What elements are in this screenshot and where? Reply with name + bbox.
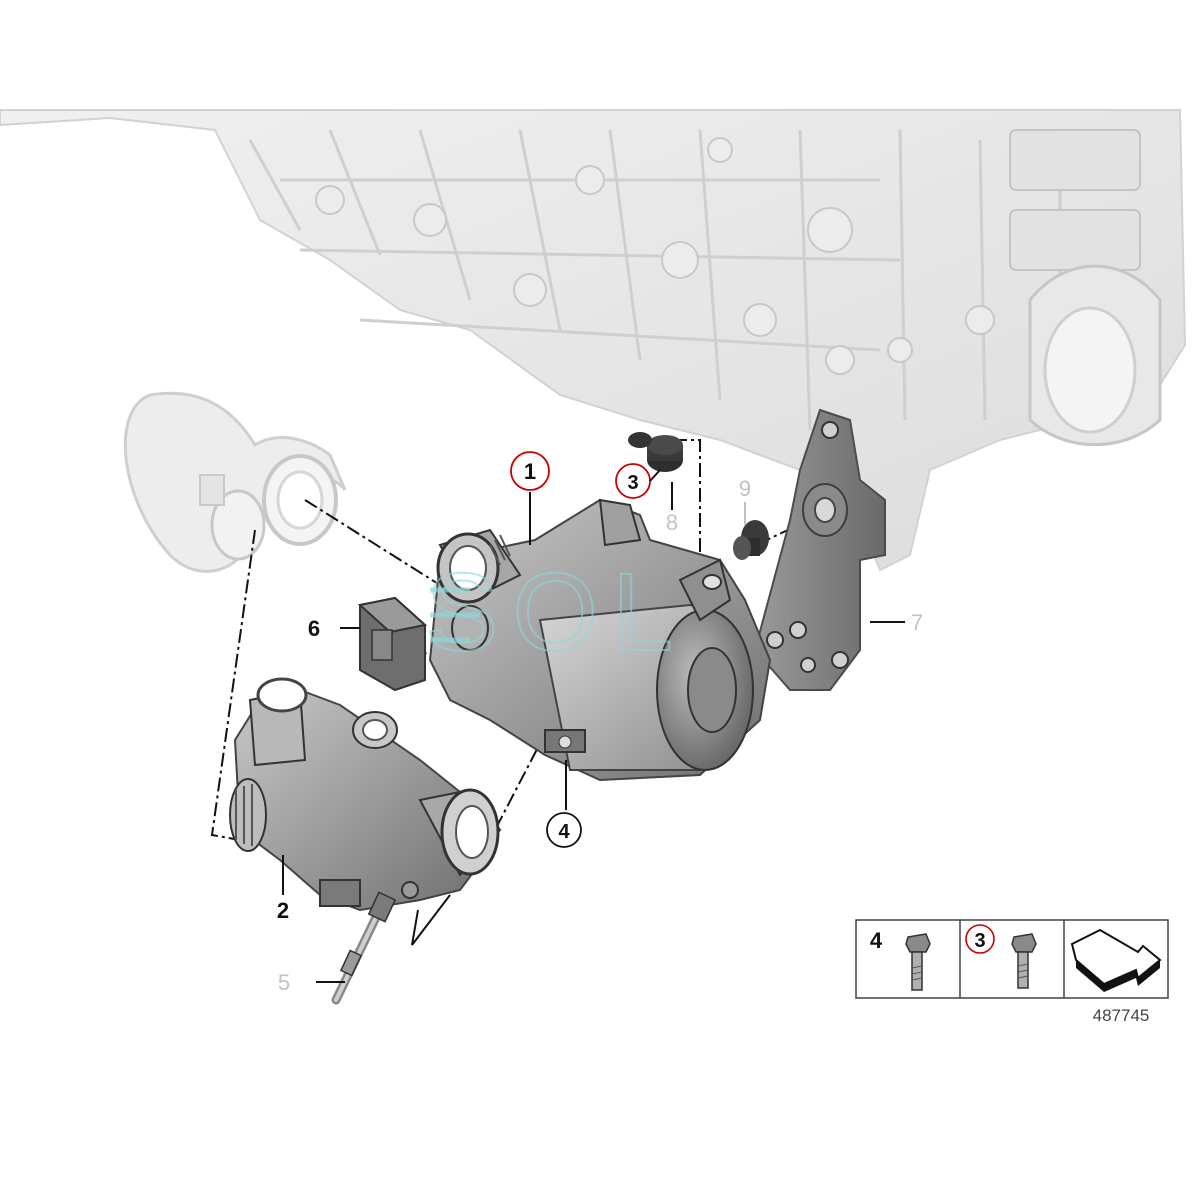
bolt-icon <box>905 933 931 991</box>
legend-item-3-number: 3 <box>974 930 985 952</box>
callout-9-label[interactable]: 9 <box>739 476 751 501</box>
legend-highlight-ring <box>965 924 995 954</box>
callout-6-label[interactable]: 6 <box>308 616 320 641</box>
rubber-mount-top <box>628 432 683 472</box>
highlight-ring <box>510 451 550 491</box>
mounting-bracket <box>753 408 886 691</box>
diagram-number: 487745 <box>1093 1006 1150 1025</box>
electrical-connector <box>357 596 428 692</box>
water-pump-housing <box>229 677 502 912</box>
pump-bolt <box>331 891 397 1005</box>
callout-7-label[interactable]: 7 <box>911 610 923 635</box>
callout-leaders <box>282 482 905 983</box>
direction-arrow-icon <box>1070 928 1162 992</box>
callout-3-label: 3 <box>627 472 638 494</box>
rubber-mount-side <box>733 520 769 560</box>
legend-item-4-number: 4 <box>870 928 883 953</box>
callout-4-label: 4 <box>558 821 570 843</box>
callout-1-label: 1 <box>524 459 536 484</box>
callout-1[interactable]: 1 <box>510 451 550 491</box>
electric-water-pump <box>428 498 772 782</box>
callout-5-label[interactable]: 5 <box>278 970 290 995</box>
hardware-legend: 4 3 <box>855 919 1169 999</box>
callout-3[interactable]: 3 <box>615 463 651 499</box>
callout-2-label[interactable]: 2 <box>277 898 289 923</box>
callout-3-leader <box>649 469 661 482</box>
callout-4[interactable]: 4 <box>546 812 582 848</box>
coolant-hose <box>123 391 347 573</box>
callout-ring <box>546 812 582 848</box>
bolt-icon <box>1011 933 1037 989</box>
callout-8-label[interactable]: 8 <box>666 510 678 535</box>
engine-block <box>0 109 1187 572</box>
watermark-logo <box>430 587 480 643</box>
